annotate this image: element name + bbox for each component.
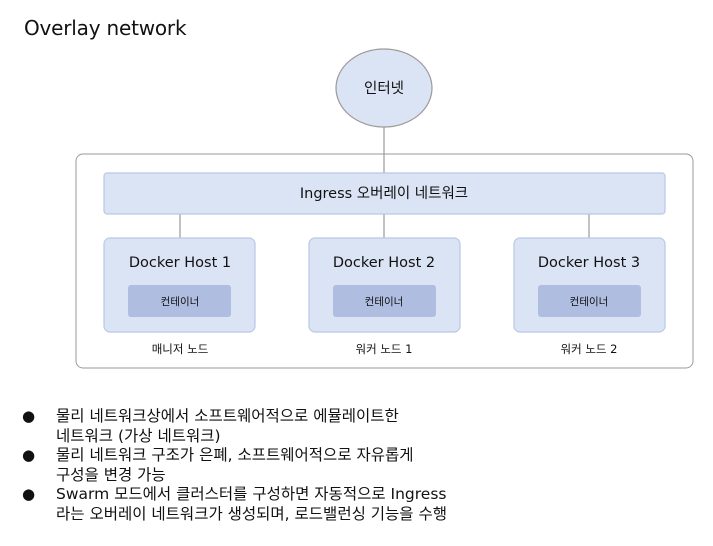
container-3 (538, 285, 641, 317)
bullet-item-1: ● 물리 네트워크상에서 소프트웨어적으로 에뮬레이트한 네트워크 (가상 네트… (22, 407, 682, 446)
docker-host-3-label: Docker Host 3 (538, 255, 640, 271)
container-1 (128, 285, 231, 317)
bullet-item-2: ● 물리 네트워크 구조가 은폐, 소프트웨어적으로 자유롭게 구성을 변경 가… (22, 446, 682, 485)
role-label-3: 워커 노드 2 (561, 342, 618, 356)
internet-label: 인터넷 (364, 80, 404, 97)
bullet-dot-icon: ● (22, 485, 36, 503)
role-label-1: 매니저 노드 (152, 342, 209, 356)
docker-host-1-label: Docker Host 1 (129, 255, 231, 271)
ingress-label: Ingress 오버레이 네트워크 (300, 185, 468, 202)
role-label-2: 워커 노드 1 (356, 342, 413, 356)
bullet-3-line-2: 라는 오버레이 네트워크가 생성되며, 로드밸런싱 기능을 수행 (56, 504, 447, 523)
bullet-dot-icon: ● (22, 407, 36, 425)
overlay-network-diagram: 인터넷 Ingress 오버레이 네트워크 Docker Host 1 컨테이너… (75, 48, 694, 369)
docker-host-2-label: Docker Host 2 (333, 255, 435, 271)
bullet-item-3: ● Swarm 모드에서 클러스터를 구성하면 자동적으로 Ingress 라는… (22, 485, 682, 524)
bullet-2-line-1: 물리 네트워크 구조가 은폐, 소프트웨어적으로 자유롭게 (56, 446, 414, 464)
ingress-network-bar (103, 172, 666, 215)
bullet-2-line-2: 구성을 변경 가능 (56, 465, 166, 484)
internet-node (335, 48, 433, 128)
bullet-dot-icon: ● (22, 446, 36, 464)
container-1-label: 컨테이너 (161, 296, 200, 308)
container-2 (333, 285, 436, 317)
container-2-label: 컨테이너 (365, 296, 404, 308)
container-3-label: 컨테이너 (570, 296, 609, 308)
bullet-1-line-1: 물리 네트워크상에서 소프트웨어적으로 에뮬레이트한 (56, 407, 399, 425)
bullet-list: ● 물리 네트워크상에서 소프트웨어적으로 에뮬레이트한 네트워크 (가상 네트… (22, 407, 682, 524)
bullet-3-line-1: Swarm 모드에서 클러스터를 구성하면 자동적으로 Ingress (56, 485, 447, 503)
page-title: Overlay network (24, 16, 187, 40)
bullet-1-line-2: 네트워크 (가상 네트워크) (56, 426, 221, 445)
